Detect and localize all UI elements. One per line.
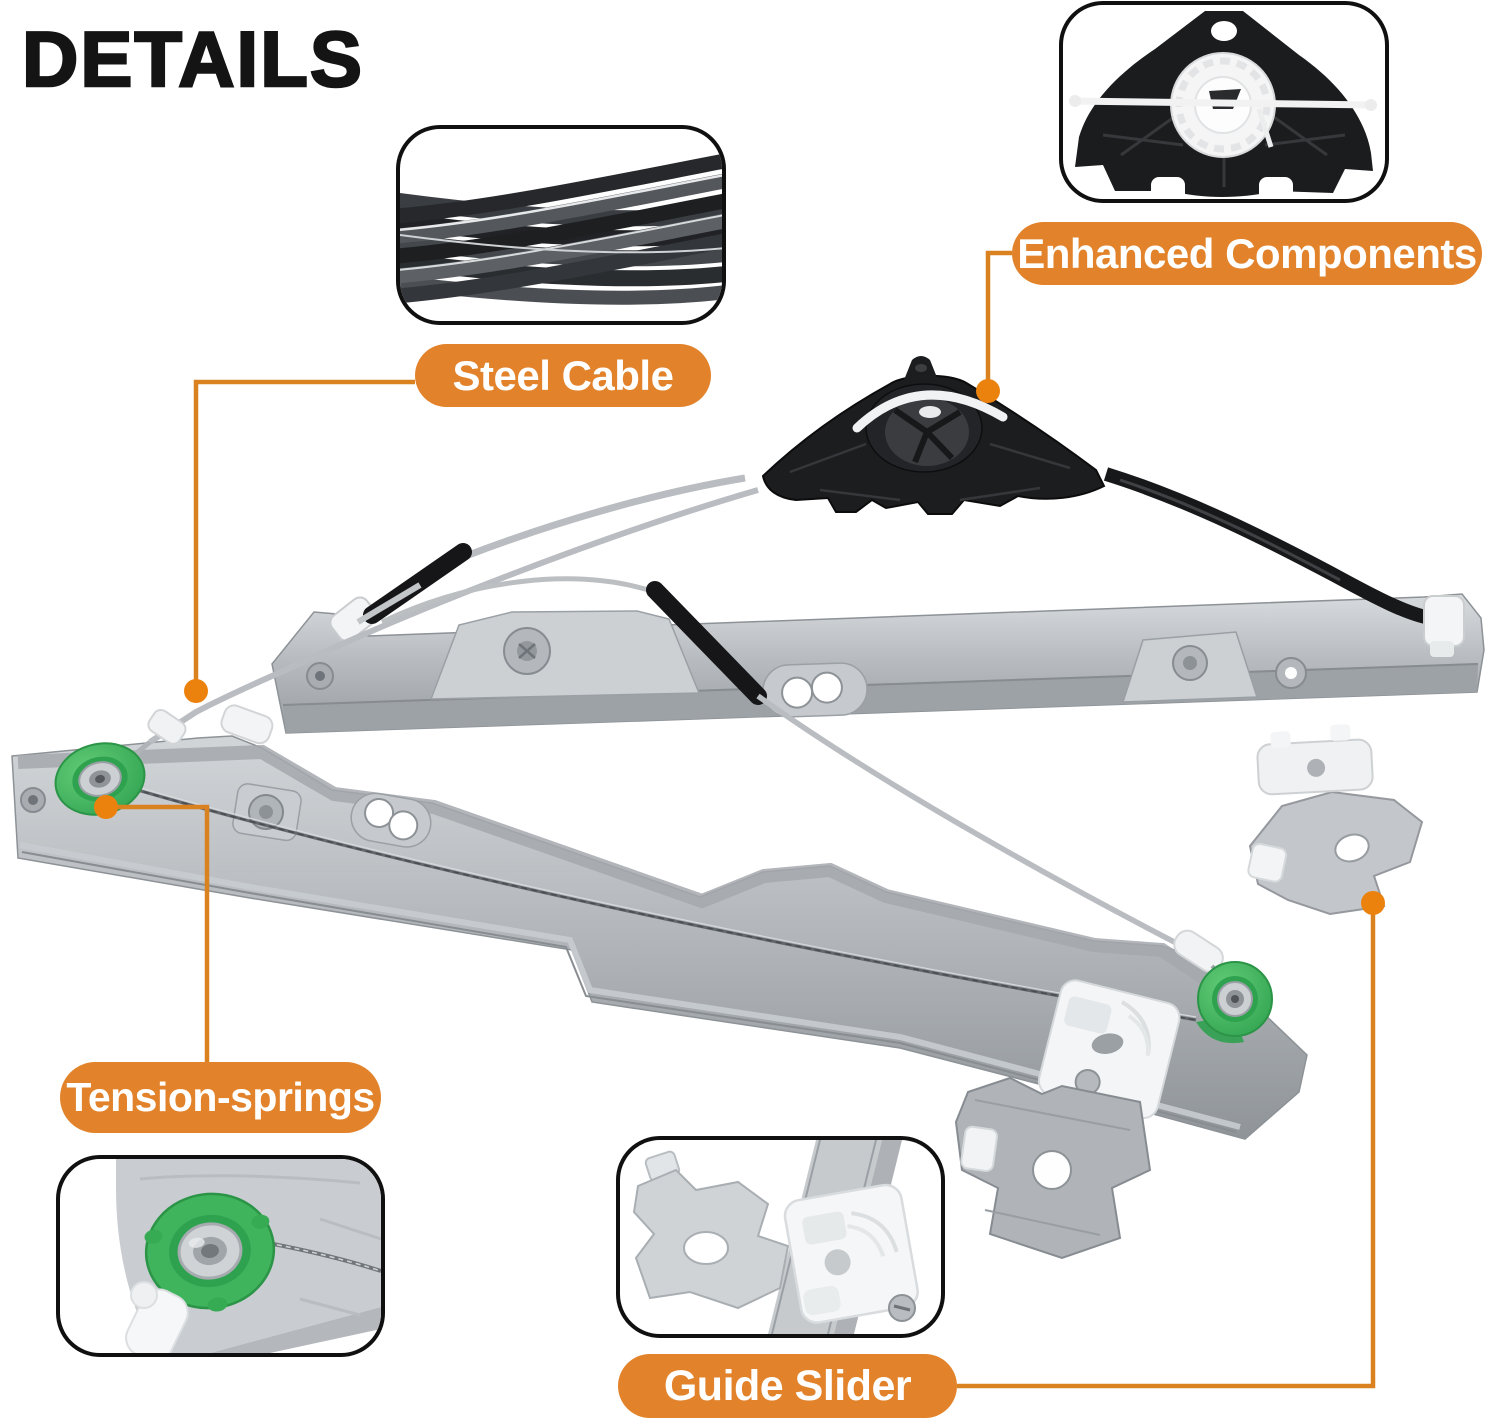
steel-cable-dot <box>184 679 208 703</box>
drum-cable-loop <box>852 390 1008 433</box>
connector-tension-springs <box>110 804 210 1062</box>
page-title: DETAILS <box>21 14 364 105</box>
callout-pill-steel-cable: Steel Cable <box>415 344 711 407</box>
enhanced-components-dot <box>976 379 1000 403</box>
callout-label: Guide Slider <box>663 1361 912 1410</box>
callout-label: Steel Cable <box>452 351 674 399</box>
connector-enhanced-components <box>985 250 1012 386</box>
cable-drum-bracket <box>761 356 1106 515</box>
guide-slider-on-rail <box>1037 979 1181 1120</box>
bottom-rail <box>11 735 1308 1140</box>
callout-label: Enhanced Components <box>1017 229 1477 277</box>
callout-dots <box>94 379 1385 915</box>
guide-slider-dot <box>1361 891 1385 915</box>
guide-slider-bracket <box>1247 790 1424 916</box>
connector-guide-slider <box>957 908 1376 1389</box>
top-rail <box>271 593 1485 734</box>
callout-pill-guide-slider: Guide Slider <box>618 1354 957 1418</box>
foam-sleeve-middle <box>646 581 767 705</box>
cable-clamp-top-rail-right <box>1256 724 1374 796</box>
enhanced-components-inset-photo <box>1059 1 1389 203</box>
tension-spring-pulley-left <box>54 742 146 816</box>
callout-connectors <box>110 250 1376 1389</box>
callout-pill-enhanced-components: Enhanced Components <box>1012 222 1482 285</box>
tension-spring-pulley-right <box>1196 961 1273 1044</box>
callout-pill-tension-springs: Tension-springs <box>60 1062 381 1133</box>
connector-steel-cable <box>193 379 415 685</box>
guide-slider-inset-photo <box>616 1136 945 1338</box>
cable-end-clip-right <box>1423 595 1465 657</box>
callout-label: Tension-springs <box>66 1074 375 1120</box>
black-cable-right <box>1103 467 1432 625</box>
steel-cable-inset-photo <box>396 125 726 325</box>
tension-springs-dot <box>94 795 118 819</box>
tension-springs-inset-photo <box>56 1155 385 1357</box>
mounting-bracket <box>954 1076 1152 1260</box>
